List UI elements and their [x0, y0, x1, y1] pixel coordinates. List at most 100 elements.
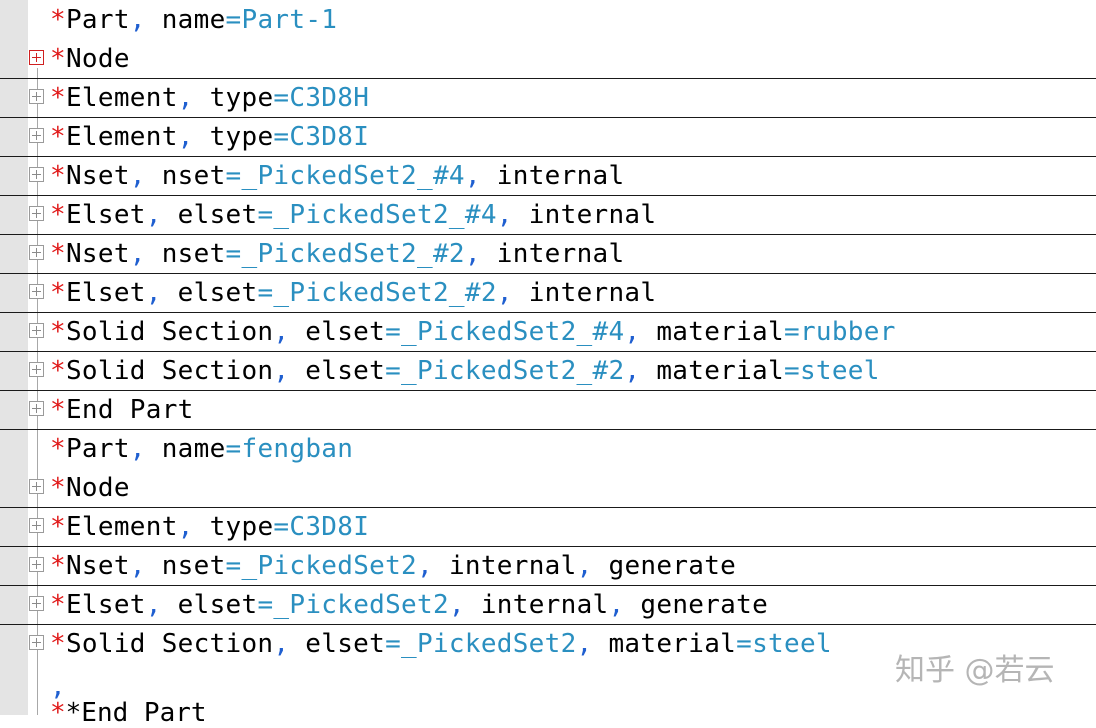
parameter-name: type [209, 83, 274, 113]
comma-separator: , [177, 83, 210, 113]
keyword-star: * [50, 122, 66, 152]
code-line[interactable]: *Nset, nset=_PickedSet2_#2, internal [0, 235, 1096, 274]
code-line[interactable]: *Solid Section, elset=_PickedSet2_#4, ma… [0, 313, 1096, 352]
keyword: Element [65, 512, 178, 542]
partial-line-end-part: **End Part [50, 698, 207, 728]
keyword: Nset [65, 161, 130, 191]
parameter-name: material [608, 629, 737, 659]
parameter-name: name [161, 434, 226, 464]
comma-separator: , [448, 590, 481, 620]
code-line[interactable]: *Solid Section, elset=_PickedSet2, mater… [0, 625, 1096, 664]
code-text: *Nset, nset=_PickedSet2_#2, internal [50, 235, 624, 273]
parameter-name: generate [640, 590, 769, 620]
code-line[interactable]: *Node [0, 40, 1096, 79]
equals-sign: = [225, 161, 242, 191]
comma-separator: , [129, 239, 162, 269]
code-line[interactable]: *Element, type=C3D8I [0, 118, 1096, 157]
code-line[interactable]: *Elset, elset=_PickedSet2, internal, gen… [0, 586, 1096, 625]
parameter-value: Part-1 [241, 5, 338, 35]
code-editor[interactable]: *Part, name=Part-1*Node*Element, type=C3… [0, 1, 1096, 664]
parameter-value: steel [799, 356, 880, 386]
keyword: Elset [65, 278, 146, 308]
stray-comma: , [50, 672, 66, 702]
parameter-name: nset [161, 239, 226, 269]
keyword: Node [65, 44, 130, 74]
keyword: Elset [65, 200, 146, 230]
code-line[interactable]: *Part, name=Part-1 [0, 1, 1096, 40]
code-text: *Solid Section, elset=_PickedSet2_#4, ma… [50, 313, 896, 351]
parameter-name: elset [305, 356, 386, 386]
comma-separator: , [145, 278, 178, 308]
parameter-value: _PickedSet2_#4 [241, 161, 465, 191]
code-text: *Elset, elset=_PickedSet2_#2, internal [50, 274, 656, 312]
code-text: *Part, name=Part-1 [50, 1, 337, 39]
code-line[interactable]: *Element, type=C3D8H [0, 79, 1096, 118]
parameter-name: name [161, 5, 226, 35]
fold-toggle-icon[interactable] [29, 206, 44, 221]
keyword-star: * [50, 161, 66, 191]
equals-sign: = [385, 356, 402, 386]
comma-separator: , [273, 356, 306, 386]
comma-separator: , [273, 317, 306, 347]
fold-toggle-icon[interactable] [29, 635, 44, 650]
comma-separator: , [464, 161, 497, 191]
equals-sign: = [257, 200, 274, 230]
parameter-value: fengban [241, 434, 354, 464]
fold-toggle-icon[interactable] [29, 596, 44, 611]
code-line[interactable]: *End Part [0, 391, 1096, 430]
keyword: Solid Section [65, 629, 274, 659]
equals-sign: = [257, 278, 274, 308]
code-text: *Element, type=C3D8I [50, 508, 369, 546]
code-text: *Element, type=C3D8H [50, 79, 369, 117]
code-text: *Nset, nset=_PickedSet2_#4, internal [50, 157, 624, 195]
code-line[interactable]: *Part, name=fengban [0, 430, 1096, 469]
code-text: *Solid Section, elset=_PickedSet2, mater… [50, 625, 832, 663]
fold-toggle-icon[interactable] [29, 284, 44, 299]
fold-toggle-icon[interactable] [29, 518, 44, 533]
fold-toggle-icon[interactable] [29, 401, 44, 416]
code-line[interactable]: *Nset, nset=_PickedSet2_#4, internal [0, 157, 1096, 196]
keyword: Elset [65, 590, 146, 620]
fold-toggle-icon[interactable] [29, 128, 44, 143]
code-line[interactable]: *Elset, elset=_PickedSet2_#4, internal [0, 196, 1096, 235]
code-line[interactable]: *Nset, nset=_PickedSet2, internal, gener… [0, 547, 1096, 586]
fold-toggle-icon[interactable] [29, 89, 44, 104]
fold-toggle-icon[interactable] [29, 362, 44, 377]
comma-separator: , [608, 590, 641, 620]
parameter-value: _PickedSet2_#4 [401, 317, 625, 347]
code-line[interactable]: *Solid Section, elset=_PickedSet2_#2, ma… [0, 352, 1096, 391]
keyword-star: * [50, 395, 66, 425]
comma-separator: , [145, 590, 178, 620]
keyword: Part [65, 434, 130, 464]
equals-sign: = [385, 629, 402, 659]
equals-sign: = [273, 83, 290, 113]
keyword-star: * [50, 356, 66, 386]
code-text: *Nset, nset=_PickedSet2, internal, gener… [50, 547, 736, 585]
fold-toggle-icon[interactable] [29, 479, 44, 494]
comma-separator: , [273, 629, 306, 659]
comma-separator: , [576, 551, 609, 581]
parameter-value: _PickedSet2_#4 [273, 200, 497, 230]
comma-separator: , [624, 317, 657, 347]
fold-toggle-icon[interactable] [29, 167, 44, 182]
parameter-name: material [656, 317, 784, 347]
fold-toggle-icon[interactable] [29, 557, 44, 572]
parameter-name: type [209, 122, 274, 152]
parameter-value: steel [752, 629, 832, 659]
fold-toggle-icon[interactable] [29, 323, 44, 338]
parameter-name: nset [161, 161, 226, 191]
code-line[interactable]: *Elset, elset=_PickedSet2_#2, internal [0, 274, 1096, 313]
code-line[interactable]: *Element, type=C3D8I [0, 508, 1096, 547]
code-line[interactable]: *Node [0, 469, 1096, 508]
parameter-name: nset [161, 551, 226, 581]
keyword: Node [65, 473, 130, 503]
equals-sign: = [225, 5, 242, 35]
comma-separator: , [129, 161, 162, 191]
keyword-star: * [50, 317, 66, 347]
equals-sign: = [273, 512, 290, 542]
fold-toggle-icon[interactable] [29, 50, 44, 65]
fold-toggle-icon[interactable] [29, 245, 44, 260]
parameter-name: elset [305, 317, 386, 347]
parameter-value: C3D8H [289, 83, 370, 113]
code-text: *Solid Section, elset=_PickedSet2_#2, ma… [50, 352, 880, 390]
